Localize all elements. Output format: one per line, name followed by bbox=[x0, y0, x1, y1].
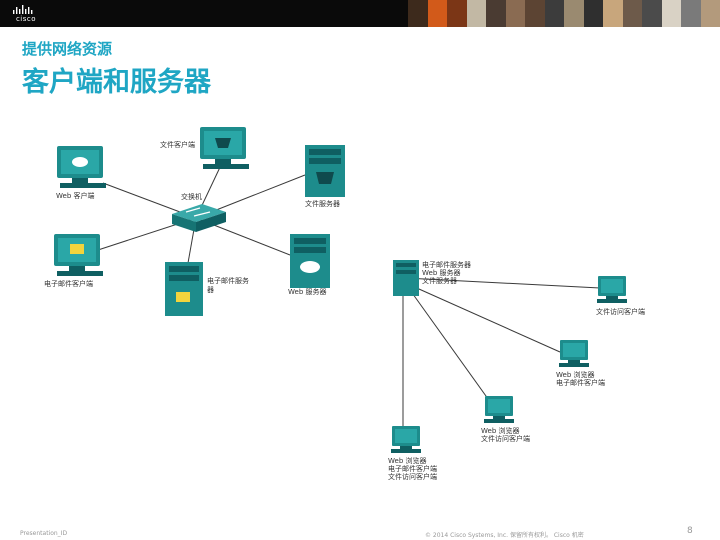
label-server-line1: 电子邮件服务器 bbox=[422, 261, 471, 269]
header-photo-tile bbox=[505, 0, 525, 27]
label-email-server-line1: 电子邮件服务 bbox=[207, 277, 249, 285]
label-client4-line1: Web 浏览器 bbox=[388, 457, 427, 465]
label-server-line2: Web 服务器 bbox=[422, 269, 461, 277]
header-photo-tile bbox=[564, 0, 584, 27]
label-client2-line1: Web 浏览器 bbox=[556, 371, 595, 379]
slide-title: 客户端和服务器 bbox=[22, 67, 211, 98]
web-client-pc-icon bbox=[57, 146, 106, 188]
client3-pc-icon bbox=[484, 396, 514, 423]
photo-strip bbox=[408, 0, 720, 27]
label-client1: 文件访问客户端 bbox=[596, 308, 645, 316]
header-photo-tile bbox=[700, 0, 720, 27]
cisco-logo: cisco bbox=[8, 4, 44, 24]
label-client3-line1: Web 浏览器 bbox=[481, 427, 520, 435]
header-photo-tile bbox=[525, 0, 545, 27]
header-photo-tile bbox=[427, 0, 447, 27]
label-web-client: Web 客户端 bbox=[56, 192, 95, 200]
label-file-server: 文件服务器 bbox=[305, 200, 340, 208]
email-server-icon bbox=[165, 262, 203, 316]
server-links bbox=[402, 277, 601, 440]
link-client1 bbox=[404, 277, 601, 289]
header-photo-tile bbox=[622, 0, 642, 27]
file-client-pc-icon bbox=[200, 127, 249, 169]
label-client2-line2: 电子邮件客户端 bbox=[556, 379, 605, 387]
header-photo-tile bbox=[408, 0, 428, 27]
switch-icon bbox=[172, 204, 226, 232]
header-photo-tile bbox=[642, 0, 662, 27]
web-server-icon bbox=[290, 234, 330, 288]
header-photo-tile bbox=[603, 0, 623, 27]
label-web-server: Web 服务器 bbox=[288, 288, 327, 296]
cisco-bridge-icon bbox=[13, 5, 33, 14]
header-photo-tile bbox=[544, 0, 564, 27]
label-client3-line2: 文件访问客户端 bbox=[481, 435, 530, 443]
page-number: 8 bbox=[687, 526, 693, 536]
header-photo-tile bbox=[583, 0, 603, 27]
header-photo-tile bbox=[681, 0, 701, 27]
slide-subtitle: 提供网络资源 bbox=[22, 40, 113, 58]
client4-pc-icon bbox=[391, 426, 421, 453]
header-bar: cisco bbox=[0, 0, 720, 27]
logo-text: cisco bbox=[15, 15, 37, 23]
label-email-client: 电子邮件客户端 bbox=[44, 280, 93, 288]
header-photo-tile bbox=[466, 0, 486, 27]
label-server-line3: 文件服务器 bbox=[422, 277, 457, 285]
client1-pc-icon bbox=[597, 276, 627, 303]
label-client4-line3: 文件访问客户端 bbox=[388, 473, 437, 481]
header-photo-tile bbox=[486, 0, 506, 27]
header-photo-tile bbox=[447, 0, 467, 27]
footer-copyright: © 2014 Cisco Systems, Inc. 保留所有权利。 Cisco… bbox=[425, 532, 584, 539]
footer-presentation-id: Presentation_ID bbox=[20, 530, 68, 537]
label-client4-line2: 电子邮件客户端 bbox=[388, 465, 437, 473]
email-client-pc-icon bbox=[54, 234, 103, 276]
label-file-client: 文件客户端 bbox=[160, 141, 195, 149]
label-switch: 交换机 bbox=[181, 193, 202, 201]
link-client2 bbox=[409, 284, 561, 353]
multi-server-icon bbox=[393, 260, 419, 296]
header-photo-tile bbox=[661, 0, 681, 27]
client2-pc-icon bbox=[559, 340, 589, 367]
label-email-server-line2: 器 bbox=[207, 286, 214, 294]
link-client3 bbox=[409, 289, 497, 411]
file-server-icon bbox=[305, 145, 345, 197]
